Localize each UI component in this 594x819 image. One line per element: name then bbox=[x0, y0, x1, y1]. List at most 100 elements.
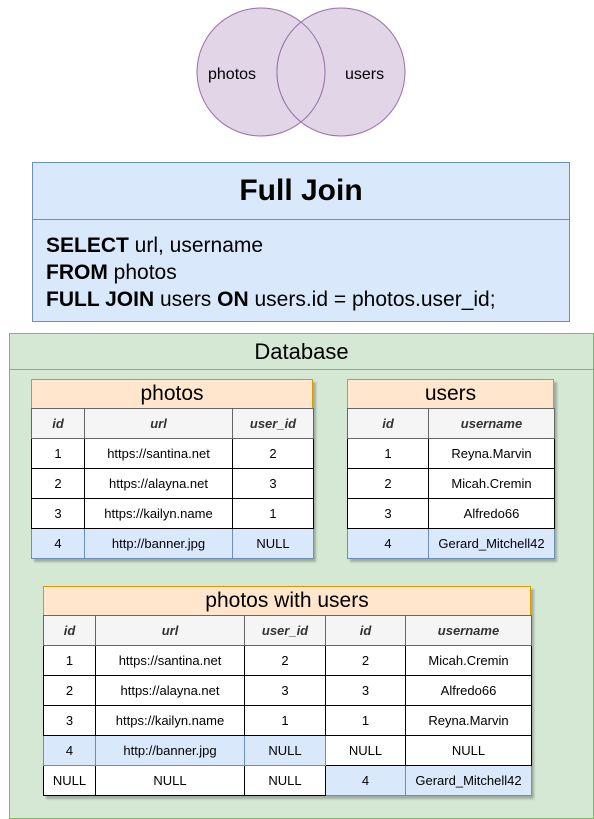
table-cell: https://alayna.net bbox=[95, 675, 245, 706]
table-cell: NULL bbox=[95, 765, 245, 796]
table-row: 2 Micah.Cremin bbox=[347, 468, 555, 499]
database-title: Database bbox=[10, 334, 593, 370]
venn-circles bbox=[196, 7, 406, 137]
column-header: user_id bbox=[232, 408, 314, 439]
table-cell: 1 bbox=[325, 705, 406, 736]
table-cell: 2 bbox=[347, 468, 429, 499]
table-cell: 1 bbox=[232, 498, 314, 529]
table-cell: 3 bbox=[43, 705, 96, 736]
table-cell: Alfredo66 bbox=[405, 675, 532, 706]
table-row: 3 https://kailyn.name 1 1 Reyna.Marvin bbox=[43, 705, 532, 736]
table-cell: 2 bbox=[232, 438, 314, 469]
users-table-title: users bbox=[347, 379, 554, 408]
join-condition: users.id = photos.user_id; bbox=[248, 288, 496, 311]
result-table-title: photos with users bbox=[43, 586, 531, 615]
table-cell: 1 bbox=[347, 438, 429, 469]
table-cell: 4 bbox=[347, 528, 429, 559]
table-cell: 1 bbox=[31, 438, 85, 469]
column-header: id bbox=[325, 615, 406, 646]
column-header: username bbox=[428, 408, 555, 439]
keyword-on: ON bbox=[217, 288, 249, 311]
column-header: url bbox=[84, 408, 233, 439]
table-cell: https://alayna.net bbox=[84, 468, 233, 499]
venn-label-photos: photos bbox=[208, 66, 257, 83]
column-header: user_id bbox=[244, 615, 326, 646]
table-cell: Gerard_Mitchell42 bbox=[405, 765, 532, 796]
table-cell: 4 bbox=[325, 765, 406, 796]
query-title: Full Join bbox=[33, 163, 569, 220]
table-header-row: id url user_id id username bbox=[43, 615, 532, 646]
table-cell: Alfredo66 bbox=[428, 498, 555, 529]
table-cell: 2 bbox=[43, 675, 96, 706]
table-cell: 4 bbox=[43, 735, 96, 766]
query-code: SELECT url, username FROM photos FULL JO… bbox=[33, 220, 569, 313]
table-row: 3 Alfredo66 bbox=[347, 498, 555, 529]
table-cell: Micah.Cremin bbox=[428, 468, 555, 499]
users-grid: id username 1 Reyna.Marvin 2 Micah.Cremi… bbox=[347, 408, 555, 559]
venn-diagram: photos users bbox=[195, 6, 407, 139]
table-row: 1 https://santina.net 2 bbox=[31, 438, 314, 469]
table-cell: 2 bbox=[244, 645, 326, 676]
table-cell: NULL bbox=[325, 735, 406, 766]
table-cell: https://santina.net bbox=[95, 645, 245, 676]
table-cell: 3 bbox=[347, 498, 429, 529]
table-row: 3 https://kailyn.name 1 bbox=[31, 498, 314, 529]
table-cell: Micah.Cremin bbox=[405, 645, 532, 676]
table-header-row: id url user_id bbox=[31, 408, 314, 439]
table-cell: 2 bbox=[325, 645, 406, 676]
from-table: photos bbox=[107, 261, 177, 284]
venn-intersection bbox=[276, 21, 326, 123]
table-row: 1 https://santina.net 2 2 Micah.Cremin bbox=[43, 645, 532, 676]
query-line-select: SELECT url, username bbox=[46, 232, 569, 259]
photos-table-title: photos bbox=[31, 379, 313, 408]
table-cell: Reyna.Marvin bbox=[405, 705, 532, 736]
join-table: users bbox=[154, 288, 218, 311]
table-cell: https://kailyn.name bbox=[95, 705, 245, 736]
keyword-full-join: FULL JOIN bbox=[46, 288, 155, 311]
table-row: 2 https://alayna.net 3 3 Alfredo66 bbox=[43, 675, 532, 706]
table-header-row: id username bbox=[347, 408, 555, 439]
keyword-select: SELECT bbox=[46, 234, 129, 257]
table-cell: http://banner.jpg bbox=[84, 528, 233, 559]
result-table: photos with users id url user_id id user… bbox=[43, 586, 532, 796]
table-row: 4 http://banner.jpg NULL bbox=[31, 528, 314, 559]
table-cell: 1 bbox=[244, 705, 326, 736]
table-cell: 3 bbox=[325, 675, 406, 706]
table-cell: 3 bbox=[31, 498, 85, 529]
table-cell: 1 bbox=[43, 645, 96, 676]
table-cell: NULL bbox=[244, 765, 326, 796]
table-cell: NULL bbox=[43, 765, 96, 796]
query-line-from: FROM photos bbox=[46, 259, 569, 286]
table-row: 1 Reyna.Marvin bbox=[347, 438, 555, 469]
venn-label-users: users bbox=[345, 66, 385, 83]
table-row: 4 http://banner.jpg NULL NULL NULL bbox=[43, 735, 532, 766]
column-header: id bbox=[347, 408, 429, 439]
table-cell: Reyna.Marvin bbox=[428, 438, 555, 469]
select-columns: url, username bbox=[128, 234, 264, 257]
table-cell: NULL bbox=[405, 735, 532, 766]
table-cell: Gerard_Mitchell42 bbox=[428, 528, 555, 559]
table-cell: https://santina.net bbox=[84, 438, 233, 469]
query-box: Full Join SELECT url, username FROM phot… bbox=[32, 162, 570, 322]
keyword-from: FROM bbox=[46, 261, 108, 284]
table-cell: 3 bbox=[244, 675, 326, 706]
column-header: url bbox=[95, 615, 245, 646]
table-cell: 2 bbox=[31, 468, 85, 499]
table-cell: http://banner.jpg bbox=[95, 735, 245, 766]
table-cell: 3 bbox=[232, 468, 314, 499]
query-line-join: FULL JOIN users ON users.id = photos.use… bbox=[46, 286, 569, 313]
table-row: 4 Gerard_Mitchell42 bbox=[347, 528, 555, 559]
photos-table: photos id url user_id 1 https://santina.… bbox=[31, 379, 314, 559]
table-cell: 4 bbox=[31, 528, 85, 559]
table-cell: NULL bbox=[244, 735, 326, 766]
column-header: id bbox=[31, 408, 85, 439]
table-row: NULL NULL NULL 4 Gerard_Mitchell42 bbox=[43, 765, 532, 796]
users-table: users id username 1 Reyna.Marvin 2 Micah… bbox=[347, 379, 555, 559]
photos-grid: id url user_id 1 https://santina.net 2 2… bbox=[31, 408, 314, 559]
table-cell: NULL bbox=[232, 528, 314, 559]
column-header: id bbox=[43, 615, 96, 646]
result-grid: id url user_id id username 1 https://san… bbox=[43, 615, 532, 796]
column-header: username bbox=[405, 615, 532, 646]
table-row: 2 https://alayna.net 3 bbox=[31, 468, 314, 499]
table-cell: https://kailyn.name bbox=[84, 498, 233, 529]
